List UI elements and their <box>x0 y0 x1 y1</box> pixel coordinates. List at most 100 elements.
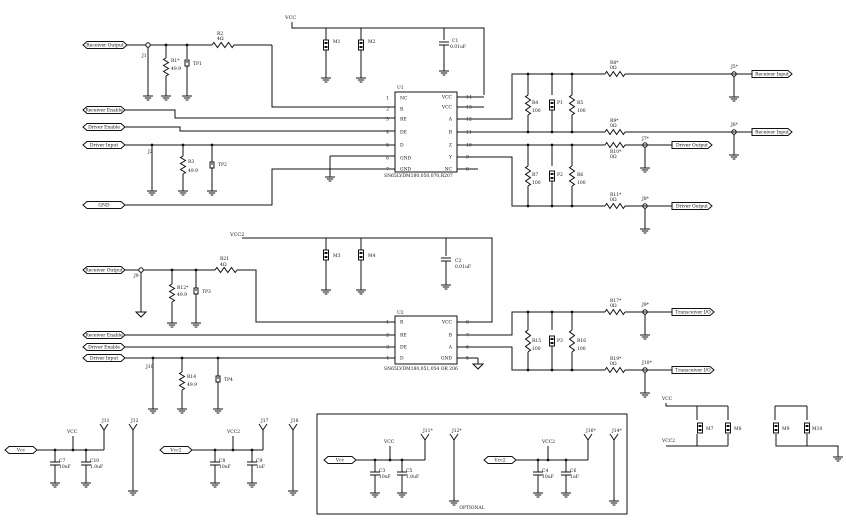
res-r17-val: 0Ω <box>610 303 617 309</box>
port-driver-input-label: Driver Input <box>90 143 118 149</box>
u1-pin-name: R <box>400 107 404 113</box>
jumper <box>549 170 555 182</box>
res-r6-ref: R6 <box>577 172 583 178</box>
banana-jack <box>583 433 593 444</box>
optional-vcc-jack2-label: J12* <box>451 428 463 434</box>
junction-dot <box>250 448 254 452</box>
wire-y-driver-output <box>478 156 605 207</box>
optional-vcc-jack1-label: J11* <box>422 428 434 434</box>
supply-vcc2-c1-val: 10uF <box>219 464 231 470</box>
optional-vcc-port <box>323 456 357 464</box>
junction-dot <box>185 43 189 47</box>
vcc2-rail <box>242 237 493 323</box>
res-r10-ref: R10* <box>610 149 622 155</box>
port-driver-output-b <box>671 202 713 210</box>
ground-symbol <box>182 91 192 101</box>
p1-label: P1 <box>557 100 563 106</box>
wire-gnd <box>125 168 395 206</box>
res-r3-val: 49.9 <box>188 168 198 174</box>
resistor <box>568 94 576 116</box>
u1-ref: U1 <box>397 85 404 91</box>
optional-vcc2-c1-ref: C4 <box>542 468 548 474</box>
vcc-net-label: VCC <box>284 15 296 21</box>
optional-vcc2-jack1-label: J16* <box>585 428 597 434</box>
supply-vcc-jack1-label: J11 <box>101 418 110 424</box>
jack-j1-label: J1 <box>141 53 147 59</box>
optional-vcc2-jack2-label: J14* <box>611 428 623 434</box>
junction-dot <box>164 43 168 47</box>
junction-dot <box>526 310 530 314</box>
ground-symbol <box>640 224 650 234</box>
ground-symbol <box>640 388 650 398</box>
ground-symbol <box>191 318 201 328</box>
junction-dot <box>400 458 404 462</box>
resistor <box>168 283 176 303</box>
res-r6-val: 100 <box>577 180 586 186</box>
jumper-m4-label: M4 <box>368 253 376 259</box>
res-r3-ref: R3 <box>188 159 194 165</box>
wire-receiver-out-to-u2 <box>237 269 395 323</box>
ground-symbol <box>640 330 650 340</box>
ground-symbol <box>178 186 188 196</box>
jack-j9-label: J9 <box>133 273 139 279</box>
junction-dot <box>373 458 377 462</box>
port-receiver-input-b-label: Receiver Input <box>755 130 789 136</box>
optional-vcc2-c2-ref: C6 <box>570 468 576 474</box>
supply-vcc-jack2-label: J12 <box>130 418 139 424</box>
right-vcc-label: VCC <box>661 396 673 402</box>
port-gnd-label: GND <box>98 203 110 209</box>
u2-pin-name: B <box>449 333 453 339</box>
supply-vcc2-port-label: Vcc2 <box>169 448 181 454</box>
port-driver-enable-label: Driver Enable <box>88 125 120 131</box>
port-driver-input-2 <box>82 354 126 362</box>
u1-pin-num: 3 <box>386 117 389 123</box>
test-point <box>184 59 190 67</box>
u2-pin-num: 1 <box>386 320 389 326</box>
vcc-rail <box>291 22 485 95</box>
optional-vcc-c2-ref: C5 <box>406 468 412 474</box>
res-r11-ref: R11* <box>610 192 622 198</box>
supply-vcc2-jack2-label: J18 <box>290 418 299 424</box>
port-driver-enable-2-label: Driver Enable <box>88 345 120 351</box>
junction-dot <box>570 310 574 314</box>
port-receiver-enable-2-label: Receiver Enable <box>85 333 123 339</box>
junction-dot <box>388 458 392 462</box>
jumper-m7-label: M7 <box>706 426 714 432</box>
supply-vcc-c1-val: 10uF <box>59 464 71 470</box>
u2-part: SN65LVDM180,051,054 OR 206 <box>384 366 458 372</box>
jumper <box>549 99 555 111</box>
junction-dot <box>550 143 554 147</box>
cap-c1-ref: C1 <box>452 38 458 44</box>
optional-vcc2-c1-val: 10uF <box>542 474 554 480</box>
ground-symbol <box>397 488 407 498</box>
res-r7-val: 100 <box>532 180 541 186</box>
optional-vcc-c1-ref: C3 <box>379 468 385 474</box>
resistor <box>604 308 626 316</box>
optional-vcc2-c2-val: 1uF <box>570 474 579 480</box>
u1-pin-name: B <box>449 130 453 136</box>
wire-driver-enable <box>125 126 395 132</box>
jumper <box>323 249 329 261</box>
test-jack <box>145 42 151 48</box>
resistor <box>162 57 170 77</box>
ground-symbol <box>471 363 485 370</box>
port-driver-input-2-label: Driver Input <box>90 356 118 362</box>
ground-symbol <box>134 311 148 318</box>
junction-dot <box>194 268 198 272</box>
junction-dot <box>84 448 88 452</box>
supply-vcc2-port <box>159 446 193 454</box>
test-point <box>193 287 199 295</box>
optional-vcc-port-label: Vcc <box>335 458 345 464</box>
u1-part: SN65LVDM180,050,070,R207 <box>384 173 453 179</box>
u1-pin-name: NC <box>400 96 408 102</box>
jack-j9s-label: J9* <box>641 302 650 308</box>
supply-vcc2-net-label: VCC2 <box>226 429 240 435</box>
junction-dot <box>550 72 554 76</box>
resistor <box>604 141 626 149</box>
resistor <box>604 128 626 136</box>
res-r19-val: 0Ω <box>610 361 617 367</box>
u1-pin-name: DE <box>400 130 407 136</box>
u1-pin-name: GND <box>400 167 412 173</box>
ground-symbol <box>161 91 171 101</box>
cap-c1-val: 0.01uF <box>450 44 466 50</box>
